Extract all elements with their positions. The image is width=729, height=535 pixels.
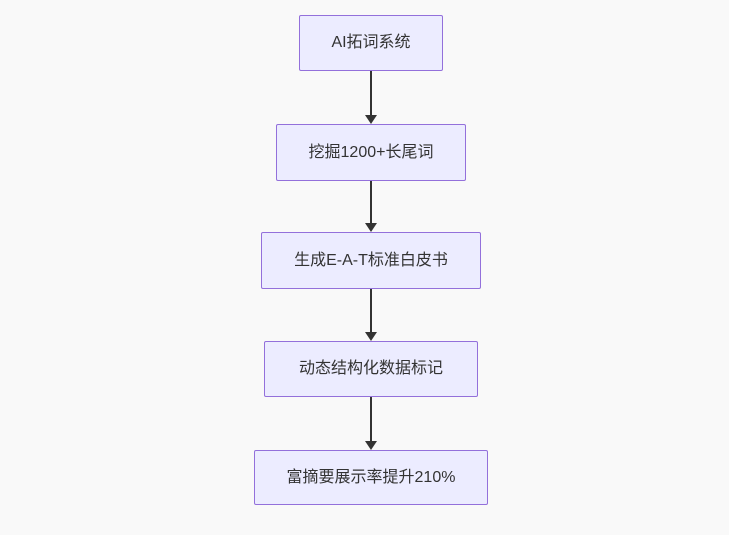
arrowhead-down-icon bbox=[365, 332, 377, 341]
flow-edge-d-e bbox=[365, 397, 377, 450]
flow-node-label: 富摘要展示率提升210% bbox=[286, 468, 456, 486]
flow-node-label: AI拓词系统 bbox=[331, 34, 411, 51]
flow-edge-b-c bbox=[365, 181, 377, 232]
flow-node-eat-whitepaper: 生成E-A-T标准白皮书 bbox=[261, 232, 481, 289]
edge-line bbox=[370, 397, 372, 441]
flow-edge-a-b bbox=[365, 71, 377, 124]
arrowhead-down-icon bbox=[365, 115, 377, 124]
arrowhead-down-icon bbox=[365, 223, 377, 232]
arrowhead-down-icon bbox=[365, 441, 377, 450]
flow-node-rich-snippet-result: 富摘要展示率提升210% bbox=[254, 450, 488, 505]
flow-node-longtail-mining: 挖掘1200+长尾词 bbox=[276, 124, 466, 181]
flow-node-ai-keyword-system: AI拓词系统 bbox=[299, 15, 443, 71]
edge-line bbox=[370, 71, 372, 115]
flow-edge-c-d bbox=[365, 289, 377, 341]
flow-node-structured-data-markup: 动态结构化数据标记 bbox=[264, 341, 478, 397]
edge-line bbox=[370, 181, 372, 223]
flow-node-label: 动态结构化数据标记 bbox=[298, 360, 443, 377]
flow-node-label: 生成E-A-T标准白皮书 bbox=[294, 251, 448, 269]
flow-node-label: 挖掘1200+长尾词 bbox=[308, 143, 434, 161]
edge-line bbox=[370, 289, 372, 332]
